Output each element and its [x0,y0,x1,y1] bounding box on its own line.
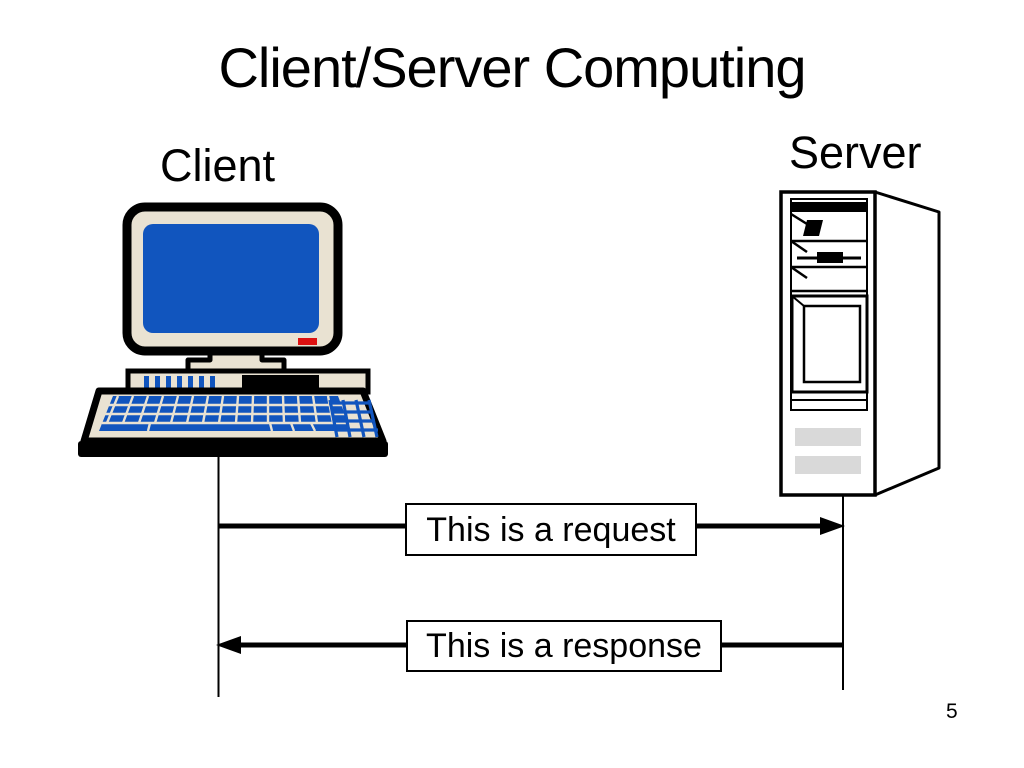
slide-title: Client/Server Computing [218,36,806,99]
request-label: This is a request [426,510,676,549]
drive-bays [790,212,867,293]
power-indicator [298,338,317,345]
server-tower-illustration [779,190,941,497]
request-label-box: This is a request [405,503,697,556]
client-computer-illustration [78,202,388,457]
response-label: This is a response [426,627,702,665]
base-unit [125,368,371,395]
client-label: Client [160,140,276,191]
lower-vent-bar [795,456,861,474]
disk-drive-slot [242,375,319,389]
power-switch-icon [803,220,823,236]
lower-vent-bar [795,428,861,446]
keyboard-key-separators [102,395,349,432]
base-unit-vents [144,376,215,389]
response-arrowhead-icon [216,636,241,654]
front-door [790,294,869,401]
top-vent-stripe [791,202,867,212]
server-label: Server [789,127,922,178]
response-label-box: This is a response [406,620,722,672]
keyboard-numeric-keypad [328,399,379,438]
monitor-screen [143,224,319,333]
request-arrowhead-icon [820,517,845,535]
keyboard-base-bar [78,441,388,457]
page-number: 5 [946,700,958,723]
floppy-drive-button [817,252,843,263]
tower-side-panel [873,190,941,497]
